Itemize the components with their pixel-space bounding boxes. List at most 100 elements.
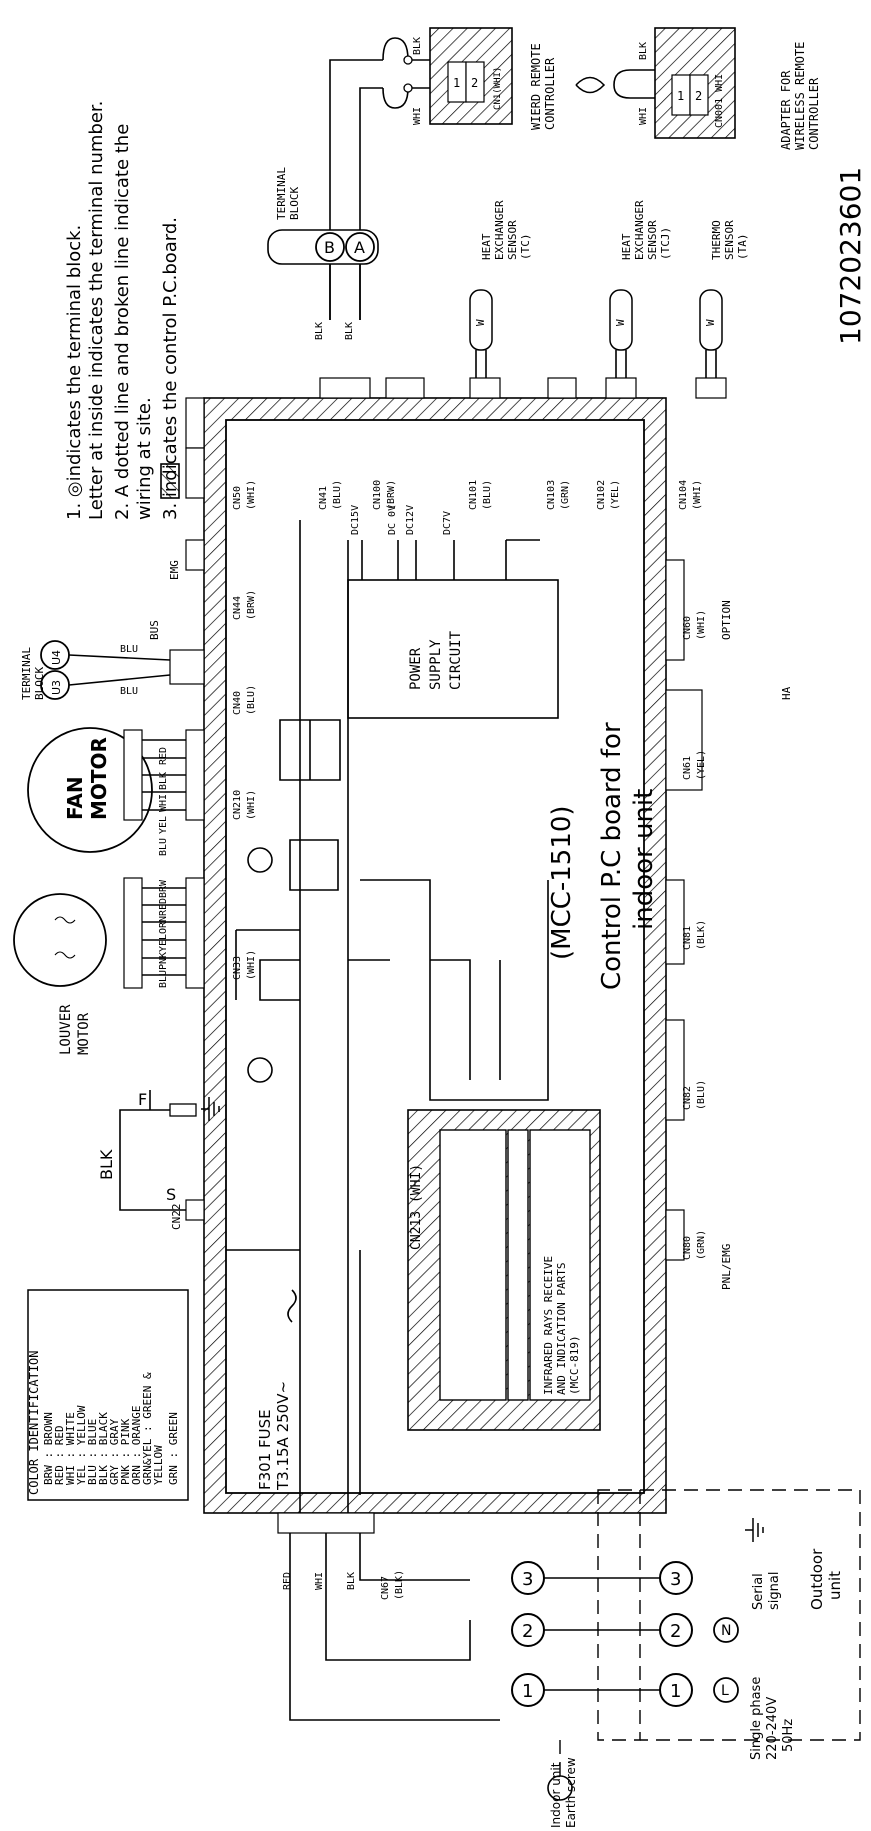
fan-motor-label-2: MOTOR	[87, 737, 111, 820]
color-row-blu: BLU : BLUE	[86, 1419, 99, 1485]
power-supply-circuit: POWER SUPPLY CIRCUIT DC15V DC 0V DC12V D…	[347, 505, 559, 719]
louver-wire-4: YEL	[158, 934, 169, 952]
cn67-wire-blk: BLK	[346, 1572, 357, 1590]
louver-wire-2: RED	[158, 898, 169, 916]
terminal-block-ab: B A TERMINAL BLOCK	[267, 167, 379, 265]
cn50-color: (WHI)	[246, 480, 257, 510]
cn103-color: (GRN)	[560, 480, 571, 510]
cn103-label: CN103	[546, 480, 557, 510]
cn61-label: CN61	[682, 756, 693, 780]
cn22-label: CN22	[170, 1204, 183, 1231]
sensor-ta: W THERMO SENSOR (TA)	[699, 220, 749, 351]
wired-remote-label-2: CONTROLLER	[543, 57, 557, 130]
bus-label: BUS	[148, 620, 161, 640]
cn101-color: (BLU)	[482, 480, 493, 510]
fan-wire-3: WHI	[158, 794, 169, 812]
louver-wire-3: ORN	[158, 916, 169, 934]
outdoor-terminal-block: 3 2 1 N L	[659, 1561, 739, 1707]
infrared-label-2: AND INDICATION PARTS	[555, 1263, 568, 1395]
cn81-label: CN81	[682, 926, 693, 950]
fan-motor: FAN MOTOR	[27, 727, 153, 853]
fan-wire-labels: RED BLK WHI YEL BLU	[158, 747, 169, 856]
sensor-tc-label-4: (TC)	[519, 234, 532, 261]
document-number: 1072023601	[834, 167, 867, 345]
cn67-wire-red: RED	[282, 1572, 293, 1590]
terminal-u4: U4	[50, 650, 63, 665]
single-phase-label: Single phase	[749, 1677, 764, 1760]
outdoor-labels: Single phase 220-240V 50Hz Serial signal…	[749, 1548, 844, 1760]
notes: 1. ◎indicates the terminal block. Letter…	[64, 101, 181, 520]
indoor-earth-label-2: Earth screw	[564, 1757, 578, 1828]
sensor-tcj-label-1: HEAT	[620, 233, 633, 260]
sensor-tc-w: W	[474, 319, 487, 326]
right-connectors: CN60 (WHI) OPTION CN61 (YEL) HA CN81 (BL…	[665, 559, 793, 1290]
outdoor-term-n: N	[721, 1623, 731, 1639]
ha-label: HA	[780, 686, 793, 700]
color-row-red: RED : RED	[53, 1425, 66, 1485]
cn80-color: (GRN)	[696, 1230, 707, 1260]
color-row-grn: GRN : GREEN	[167, 1412, 180, 1485]
outdoor-unit-label-2: unit	[826, 1571, 844, 1600]
cn67-label: CN67	[380, 1576, 391, 1600]
cn001-pin-2: 2	[695, 89, 702, 103]
wired-remote-label-1: WIERD REMOTE	[529, 43, 543, 130]
bus-wire-blu-1: BLU	[120, 644, 138, 655]
cn60-color: (WHI)	[696, 610, 707, 640]
indoor-term-3: 3	[522, 1569, 533, 1590]
cn82-label: CN82	[682, 1086, 693, 1110]
terminal-block-label-2: BLOCK	[288, 187, 301, 220]
color-row-grnyel: GRN&YEL : GREEN &	[141, 1372, 154, 1485]
outdoor-term-2: 2	[670, 1621, 681, 1642]
color-identification: COLOR IDENTIFICATION BRW : BROWN RED : R…	[27, 1289, 189, 1501]
outdoor-term-3: 3	[670, 1569, 681, 1590]
outdoor-unit-label-1: Outdoor	[808, 1548, 826, 1610]
sensor-tc-label-3: SENSOR	[506, 220, 519, 260]
cn213-label: CN213 (WHI)	[409, 1164, 424, 1250]
internal-circuit	[226, 520, 549, 1513]
earth-blk-label: BLK	[97, 1149, 116, 1180]
cn102-color: (YEL)	[610, 480, 621, 510]
sensor-tcj-label-3: SENSOR	[646, 220, 659, 260]
note-1a: 1. ◎indicates the terminal block.	[64, 225, 85, 520]
cn60-label: CN60	[682, 616, 693, 640]
cn104-color: (WHI)	[692, 480, 703, 510]
note-2a: 2. A dotted line and broken line indicat…	[112, 124, 133, 520]
cn50-label: CN50	[232, 486, 243, 510]
fan-wire-4: YEL	[158, 816, 169, 834]
cn44-color: (BRW)	[246, 590, 257, 620]
cn210-color: (WHI)	[246, 790, 257, 820]
cn40-color: (BLU)	[246, 685, 257, 715]
earth-f-label: F	[138, 1090, 147, 1109]
remote-wire-whi: WHI	[412, 107, 423, 125]
cn80-label: CN80	[682, 1236, 693, 1260]
color-row-pnk: PNK : PINK	[119, 1418, 132, 1485]
psu-label-2: SUPPLY	[428, 639, 444, 690]
ab-wire-blk-2: BLK	[344, 322, 355, 340]
serial-label: Serial	[751, 1573, 766, 1610]
note-2b: wiring at site.	[134, 397, 155, 520]
wired-remote-controller: 1 2 CN1(WHI) WIERD REMOTE CONTROLLER	[429, 27, 557, 130]
color-row-gry: GRY : GRAY	[108, 1418, 121, 1485]
cn213-infrared: INFRARED RAYS RECEIVE AND INDICATION PAR…	[407, 1109, 601, 1431]
indoor-earth-label-1: Indoor unit	[549, 1762, 563, 1828]
fan-motor-label-1: FAN	[63, 776, 87, 820]
outdoor-term-1: 1	[670, 1681, 681, 1702]
color-row-brw: BRW : BROWN	[42, 1412, 55, 1485]
rail-dc15v: DC15V	[350, 505, 361, 535]
cn101-label: CN101	[468, 480, 479, 510]
rail-dc0v: DC 0V	[387, 505, 398, 535]
adapter-label-1: ADAPTER FOR	[779, 70, 793, 150]
fuse-label-2: T3.15A 250V~	[274, 1381, 292, 1491]
emg-label: EMG	[168, 560, 181, 580]
rail-dc7v: DC7V	[442, 511, 453, 535]
board-model: (MCC-1510)	[547, 805, 577, 960]
terminal-u3: U3	[50, 680, 63, 695]
infrared-label-1: INFRARED RAYS RECEIVE	[542, 1256, 555, 1395]
terminal-block-label-1: TERMINAL	[275, 167, 288, 220]
signal-label: signal	[767, 1572, 782, 1610]
rail-dc12v: DC12V	[405, 505, 416, 535]
bus-wire-blu-2: BLU	[120, 686, 138, 697]
adapter-wire-whi: WHI	[638, 107, 649, 125]
indoor-terminal-block: 3 2 1	[511, 1561, 545, 1707]
